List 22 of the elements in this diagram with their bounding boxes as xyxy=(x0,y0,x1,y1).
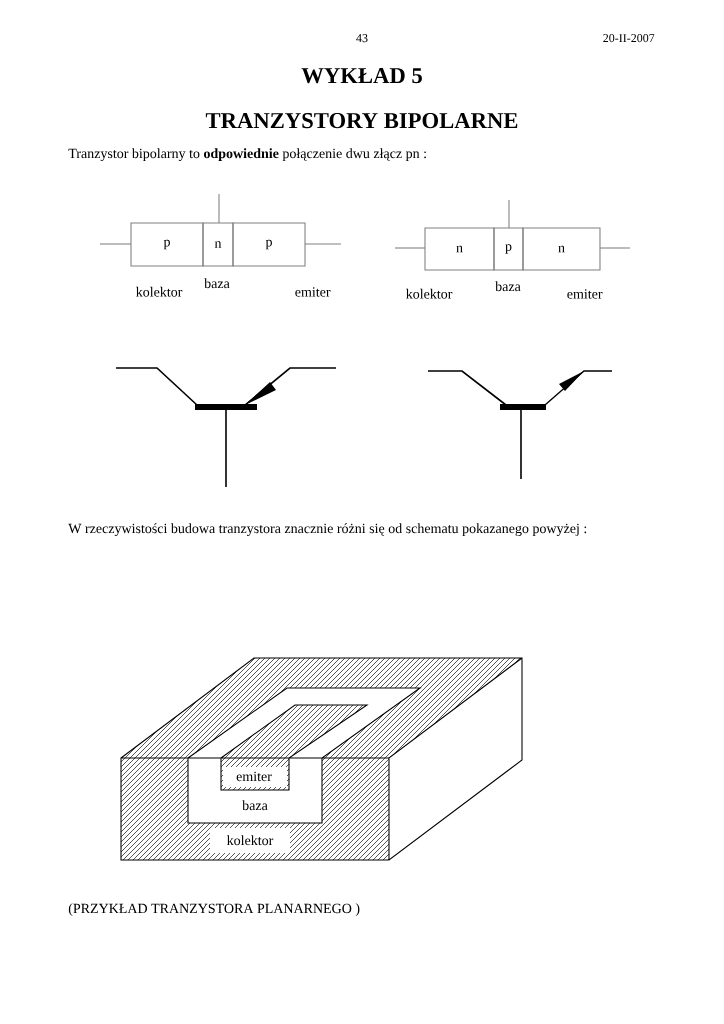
heading: WYKŁAD 5 xyxy=(301,68,422,84)
terminal-label: kolektor xyxy=(136,286,183,297)
semiconductor-region: n xyxy=(202,222,234,267)
semiconductor-region: n xyxy=(522,227,601,271)
semiconductor-region: n xyxy=(424,227,495,271)
sentence: Tranzystor bipolarny to odpowiednie połączenie dwu złącz pn : xyxy=(68,148,426,161)
caption: (PRZYKŁAD TRANZYSTORA PLANARNEGO ) xyxy=(68,903,360,916)
semiconductor-region: p xyxy=(232,222,306,267)
terminal-label: baza xyxy=(495,281,521,292)
terminal-label: kolektor xyxy=(406,288,453,299)
sentence: W rzeczywistości budowa tranzystora znacznie różni się od schematu pokazanego powyżej : xyxy=(68,523,587,536)
region-label: baza xyxy=(242,800,268,811)
region-label: kolektor xyxy=(226,835,274,846)
date: 20-II-2007 xyxy=(603,34,655,43)
heading: TRANZYSTORY BIPOLARNE xyxy=(205,113,518,129)
terminal-label: emiter xyxy=(567,289,603,299)
semiconductor-region: p xyxy=(130,222,204,267)
semiconductor-region: p xyxy=(493,227,524,271)
terminal-label: baza xyxy=(204,278,230,289)
region-label: emiter xyxy=(236,771,272,782)
page-number: 43 xyxy=(356,34,368,43)
terminal-label: emiter xyxy=(295,287,331,297)
